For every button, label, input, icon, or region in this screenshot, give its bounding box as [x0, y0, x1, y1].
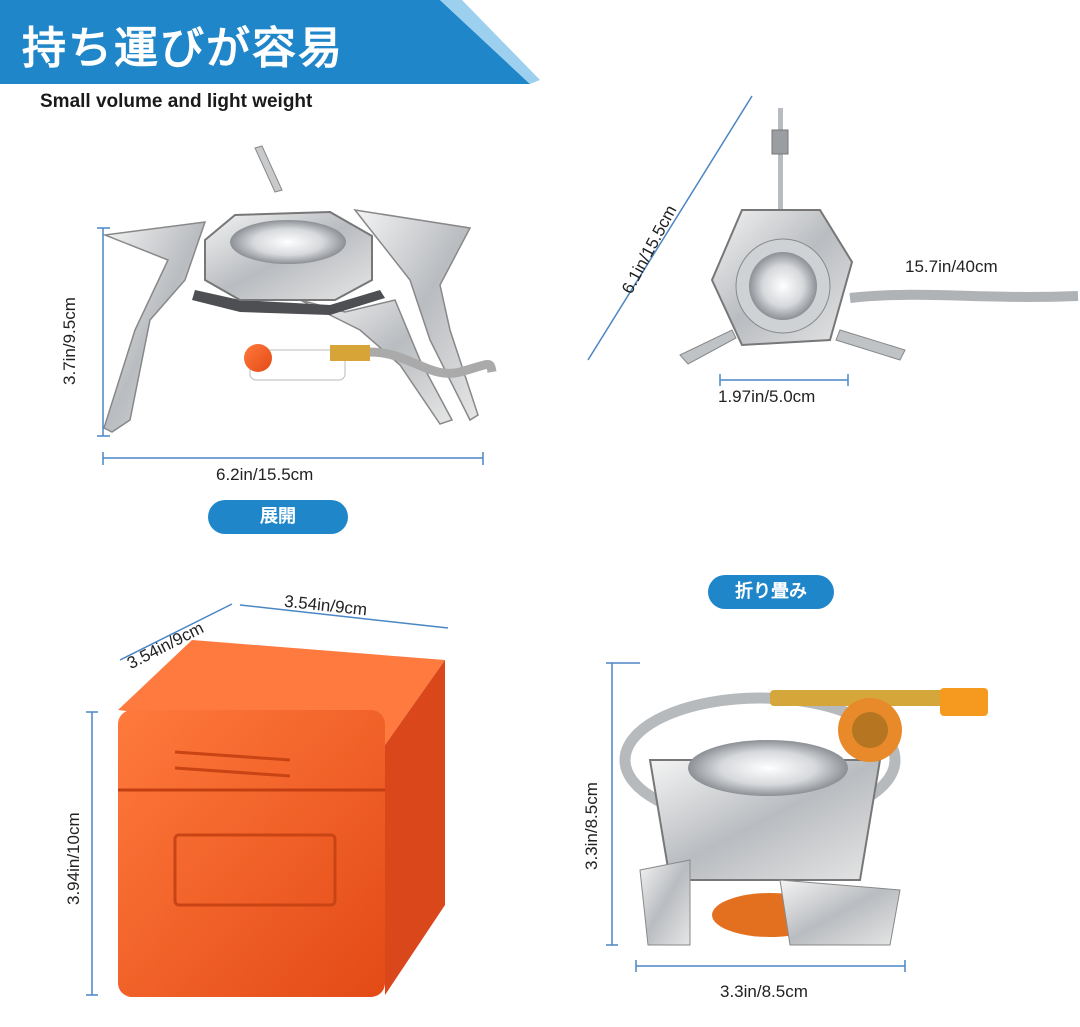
folded-width-label: 3.3in/8.5cm [720, 982, 808, 1001]
unfolded-width-label: 6.2in/15.5cm [216, 465, 314, 484]
page-subtitle: Small volume and light weight [40, 91, 313, 112]
burner-width-label: 1.97in/5.0cm [718, 387, 816, 406]
unfolded-stove-image [102, 145, 497, 433]
case-height-label: 3.94in/10cm [64, 812, 83, 905]
unfolded-height-label: 3.7in/9.5cm [60, 297, 79, 385]
folded-caption-pill: 折り畳み [708, 575, 834, 609]
unfolded-caption-pill: 展開 [208, 500, 348, 534]
storage-case-image [118, 640, 445, 997]
title-banner [0, 0, 540, 84]
page-title: 持ち運びが容易 [22, 23, 344, 74]
hose-length-label: 15.7in/40cm [905, 257, 998, 276]
top-view-stove-image [679, 108, 1079, 365]
folded-stove-image [619, 688, 988, 946]
folded-height-label: 3.3in/8.5cm [582, 782, 601, 870]
